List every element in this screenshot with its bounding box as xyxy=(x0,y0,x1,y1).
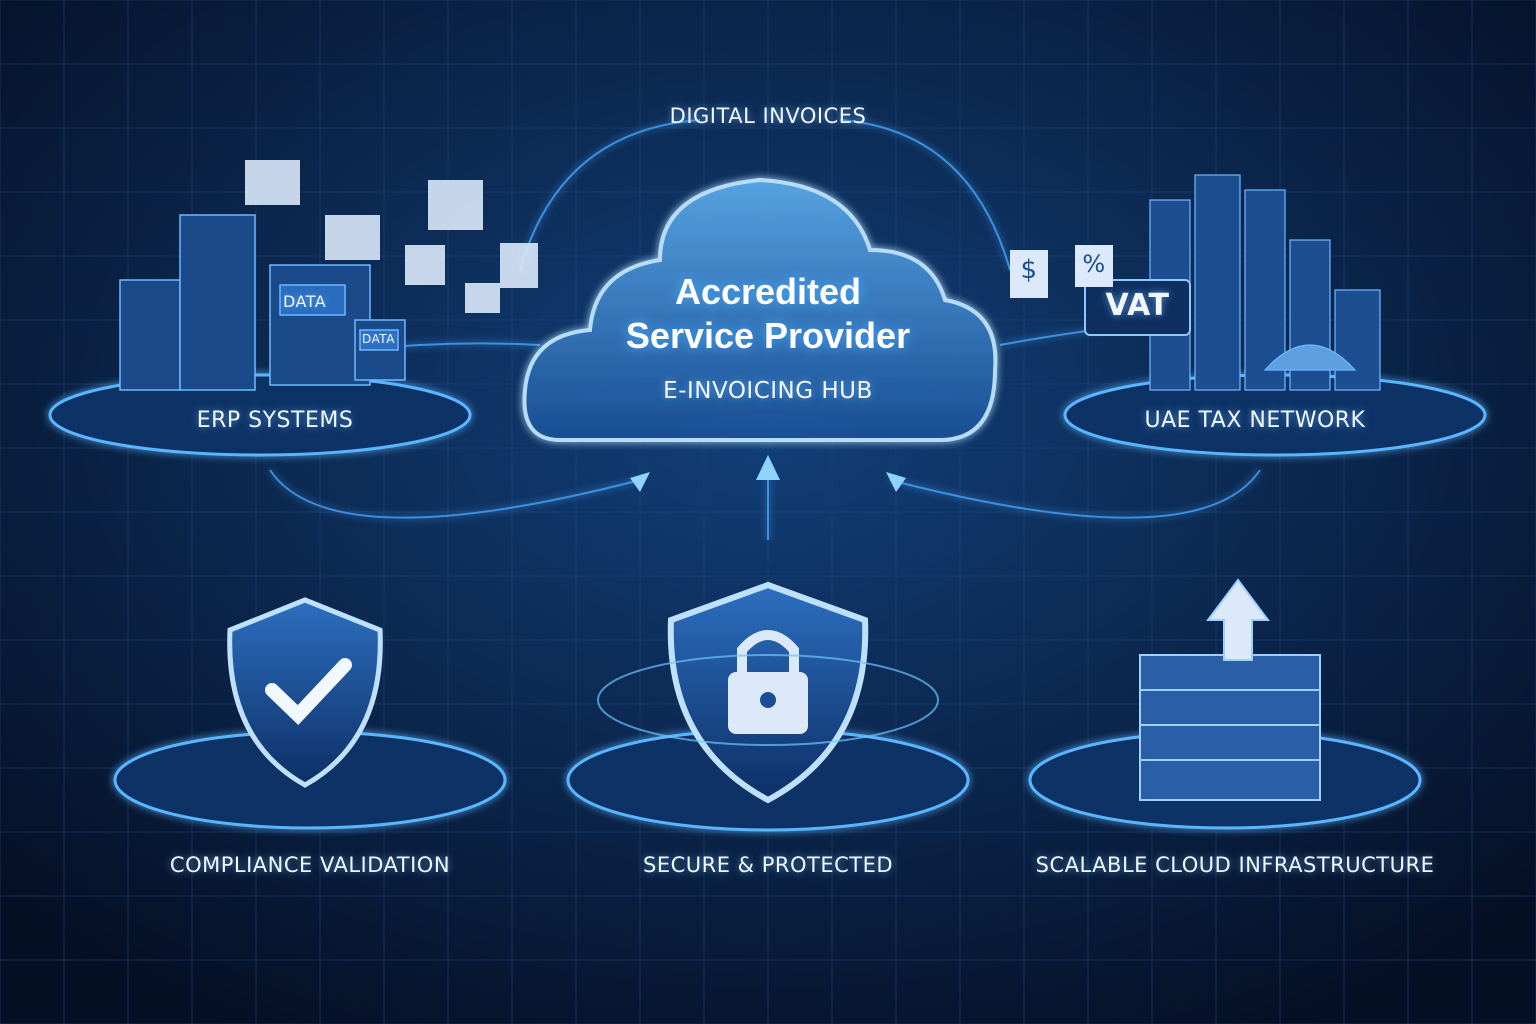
erp-servers-icon xyxy=(119,214,406,391)
top-label: DIGITAL INVOICES xyxy=(669,104,867,128)
compliance-label: COMPLIANCE VALIDATION xyxy=(169,853,451,877)
document-icons xyxy=(245,160,538,313)
hub-subtitle: E-INVOICING HUB xyxy=(663,378,873,404)
hub-title: Accredited Service Provider xyxy=(530,270,1006,358)
erp-label: ERP SYSTEMS xyxy=(196,408,354,433)
secure-label: SECURE & PROTECTED xyxy=(642,853,894,877)
data-tag: DATA xyxy=(362,332,395,346)
hub-title-line1: Accredited xyxy=(674,271,862,312)
platform-erp xyxy=(48,373,1487,832)
dollar-tag: $ xyxy=(1020,255,1038,285)
percent-tag: % xyxy=(1082,250,1106,278)
hub-title-line2: Service Provider xyxy=(625,315,911,356)
shield-check-icon xyxy=(227,597,383,788)
tax-tags xyxy=(1010,245,1191,336)
tax-network-label: UAE TAX NETWORK xyxy=(1144,408,1366,433)
city-skyline-icon xyxy=(1149,174,1381,391)
scalable-label: SCALABLE CLOUD INFRASTRUCTURE xyxy=(1035,853,1435,877)
vat-tag: VAT xyxy=(1105,288,1170,323)
arrow-icons xyxy=(630,455,906,492)
server-stack-upload-icon xyxy=(1139,578,1321,801)
data-tag: DATA xyxy=(283,292,327,311)
cloud-hub-icon xyxy=(522,177,998,442)
